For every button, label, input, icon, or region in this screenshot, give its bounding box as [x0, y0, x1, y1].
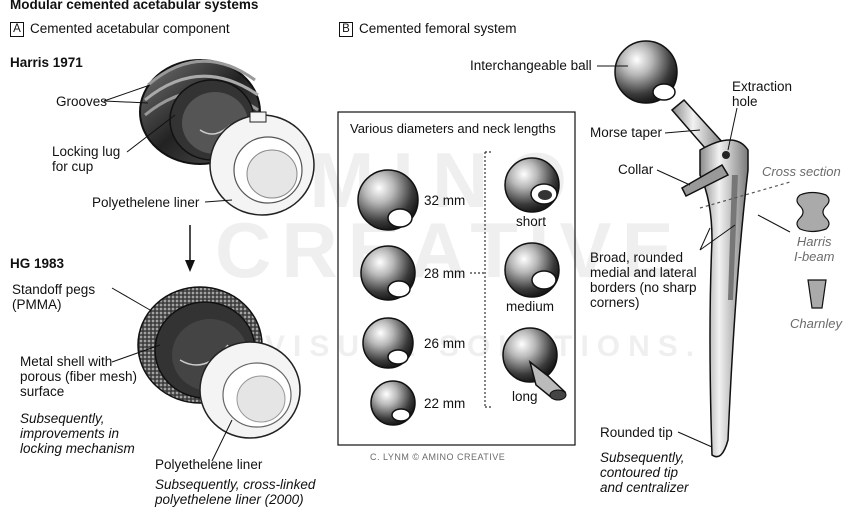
ball-short: [504, 157, 560, 213]
sizes-box: [337, 111, 576, 446]
credit-text: C. LYNM © AMINO CREATIVE: [370, 452, 506, 462]
diameter-22: 22 mm: [424, 396, 466, 411]
standoff-pegs-label: Standoff pegs (PMMA): [12, 282, 96, 312]
neck-long: long: [512, 389, 538, 404]
poly-liner-1-label: Polyethelene liner: [92, 195, 200, 210]
ball-28mm: [360, 245, 416, 301]
subsequently-locking-label: Subsequently, improvements in locking me…: [20, 411, 135, 456]
watermark-line3: VISUAL SOLUTIONS.: [265, 330, 703, 363]
main-title: Modular cemented acetabular systems: [10, 0, 259, 12]
neck-medium: medium: [506, 299, 555, 314]
ball-medium: [504, 242, 560, 298]
diameter-28: 28 mm: [424, 266, 466, 281]
panel-b-heading: Cemented femoral system: [359, 21, 517, 36]
box-title: Various diameters and neck lengths: [350, 121, 556, 136]
morse-taper-label: Morse taper: [590, 125, 663, 140]
harris-ibeam-shape: [796, 191, 830, 233]
panel-a-letter: A: [10, 22, 24, 37]
poly-liner-2-label: Polyethelene liner: [155, 457, 263, 472]
locking-lug-label: Locking lug for cup: [52, 144, 121, 174]
ball-32mm: [357, 169, 419, 231]
polyethelene-liner-2-illustration: [199, 341, 301, 439]
ball-long: [502, 327, 567, 401]
collar-label: Collar: [618, 162, 654, 177]
ball-22mm: [370, 380, 416, 426]
diameter-26: 26 mm: [424, 336, 466, 351]
watermark-line2: CREATIVE: [215, 206, 684, 294]
panel-a-heading: Cemented acetabular component: [30, 21, 230, 36]
interchangeable-ball-label: Interchangeable ball: [470, 58, 592, 73]
neck-short: short: [516, 214, 547, 229]
charnley-label: Charnley: [790, 316, 843, 331]
ball-26mm: [362, 317, 414, 369]
diameter-32: 32 mm: [424, 193, 466, 208]
femoral-stem-illustration: [614, 40, 749, 458]
subsequently-crosslinked-label: Subsequently, cross-linked polyethelene …: [155, 477, 316, 507]
metal-shell-label: Metal shell with porous (fiber mesh) sur…: [20, 354, 138, 399]
charnley-shape: [807, 279, 827, 309]
broad-borders-label: Broad, rounded medial and lateral border…: [590, 250, 697, 310]
panel-b-header: B Cemented femoral system: [339, 21, 517, 37]
harris-ibeam-label: Harris I-beam: [794, 234, 835, 264]
subsequently-tip-label: Subsequently, contoured tip and centrali…: [600, 450, 689, 495]
polyethelene-liner-1-illustration: [209, 111, 315, 216]
harris-1971-label: Harris 1971: [10, 55, 83, 70]
extraction-hole-label: Extraction hole: [732, 79, 793, 109]
grooves-label: Grooves: [56, 94, 108, 109]
cross-section-label: Cross section: [762, 164, 841, 179]
hg-1983-label: HG 1983: [10, 256, 65, 271]
panel-a-header: A Cemented acetabular component: [10, 21, 230, 37]
panel-b-letter: B: [339, 22, 353, 37]
rounded-tip-label: Rounded tip: [600, 425, 673, 440]
